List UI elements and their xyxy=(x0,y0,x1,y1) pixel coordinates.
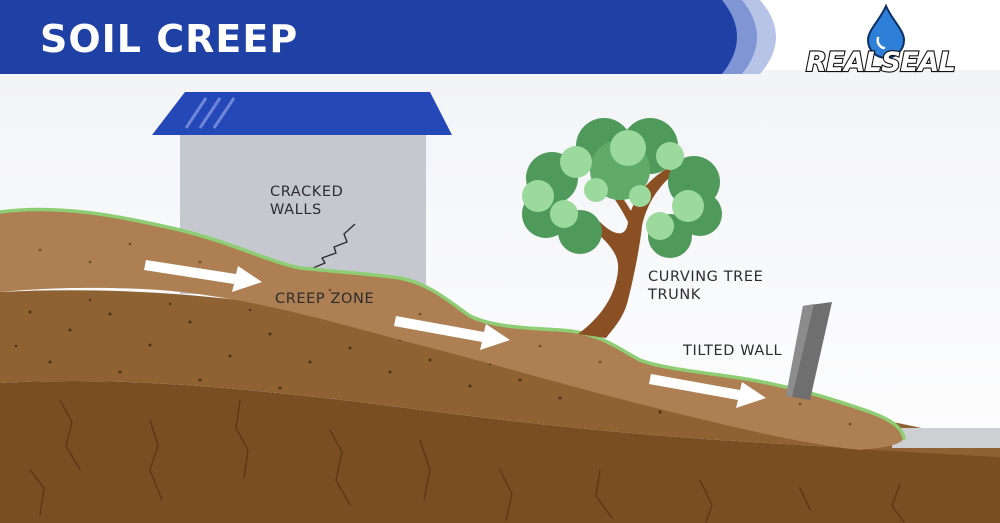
creep-arrow-3 xyxy=(649,374,766,408)
header-banner: SOIL CREEP xyxy=(0,0,776,74)
label-curving-tree-line1: CURVING TREE xyxy=(648,269,763,285)
water-drop-icon xyxy=(866,3,906,59)
label-creep-zone: CREEP ZONE xyxy=(275,291,374,307)
page-title: SOIL CREEP xyxy=(40,17,298,61)
curving-tree xyxy=(522,118,722,338)
label-curving-tree-line2: TRUNK xyxy=(647,287,701,303)
house-roof xyxy=(152,92,452,135)
creep-arrow-2 xyxy=(394,316,510,350)
roof-highlight xyxy=(184,97,236,129)
tree-trunk xyxy=(578,168,674,338)
wall-crack xyxy=(312,223,356,269)
soil-cracks xyxy=(29,399,905,523)
label-cracked-walls-line1: CRACKED xyxy=(270,184,343,200)
deep-soil-layer xyxy=(0,380,1000,523)
tilted-wall xyxy=(786,302,832,400)
grass-line xyxy=(0,207,906,440)
label-cracked-walls-line2: WALLS xyxy=(270,202,322,218)
label-tilted-wall: TILTED WALL xyxy=(682,343,782,359)
realseal-logo: REALSEAL xyxy=(805,3,957,79)
logo-text: REALSEAL xyxy=(806,47,955,78)
tree-canopy xyxy=(522,118,722,258)
creep-arrows xyxy=(144,260,766,408)
flat-ground-surface xyxy=(892,428,1000,448)
creep-arrow-1 xyxy=(144,260,262,292)
